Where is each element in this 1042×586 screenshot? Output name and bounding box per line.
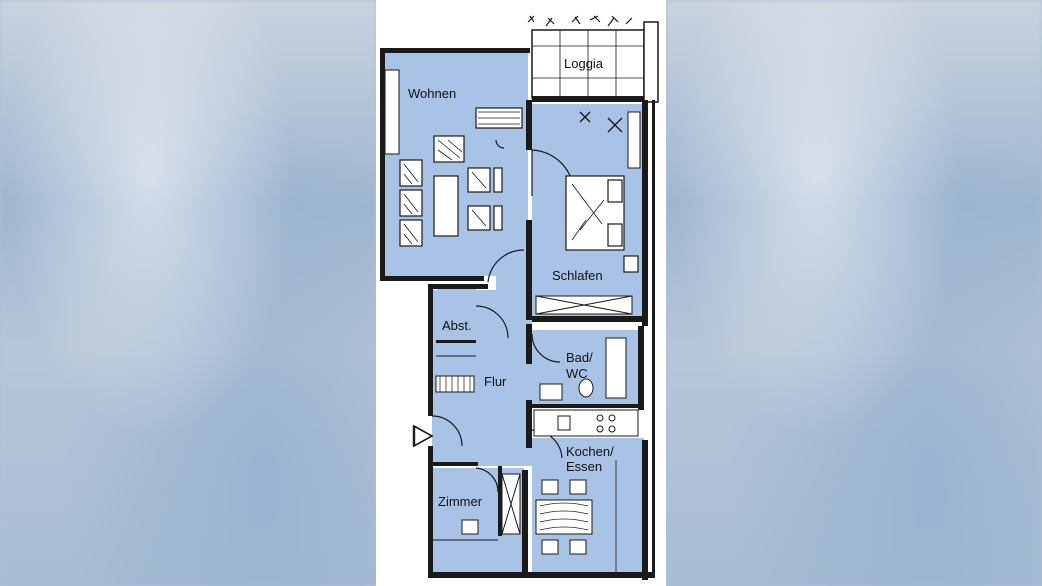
blurred-background-right xyxy=(666,0,1042,586)
kitchen-chair-3 xyxy=(541,539,559,555)
window-wohnen xyxy=(384,69,400,155)
blurred-background-left xyxy=(0,0,376,586)
toilet xyxy=(578,378,594,398)
plant-icon xyxy=(527,15,633,27)
sink xyxy=(557,415,571,431)
abst-floor xyxy=(438,288,476,340)
door-wohnen xyxy=(487,249,525,283)
room-label-kochen-2: Essen xyxy=(566,459,602,474)
furniture-kitchen xyxy=(533,409,639,572)
nightstand xyxy=(623,255,639,273)
zimmer-chair xyxy=(461,519,479,535)
room-label-bad-1: Bad/ xyxy=(566,350,593,365)
coffee-table xyxy=(433,175,459,237)
windows xyxy=(384,69,641,399)
entrance-arrow-icon xyxy=(412,424,434,448)
stove-burner-2 xyxy=(608,414,616,422)
room-label-bad-2: WC xyxy=(566,366,588,381)
furniture-bad xyxy=(539,378,594,401)
stove-burner-4 xyxy=(608,425,616,433)
floor-plan-drawing: Loggia Wohnen Schlafen Abst. Flur Bad/ W… xyxy=(380,15,659,580)
furniture-flur xyxy=(435,355,476,393)
door-small-wohnen xyxy=(495,139,505,149)
stove-burner-3 xyxy=(596,425,604,433)
furniture-zimmer xyxy=(432,473,521,541)
loggia xyxy=(531,21,659,103)
floor-plan: Loggia Wohnen Schlafen Abst. Flur Bad/ W… xyxy=(376,0,666,586)
kitchen-counter xyxy=(533,409,639,437)
door-zimmer xyxy=(475,467,499,493)
kitchen-chair-4 xyxy=(569,539,587,555)
kitchen-chair-2 xyxy=(569,479,587,495)
room-label-loggia: Loggia xyxy=(564,56,604,71)
furniture-schlafen xyxy=(565,111,639,273)
room-label-zimmer: Zimmer xyxy=(438,494,483,509)
room-label-schlafen: Schlafen xyxy=(552,268,603,283)
kitchen-chair-1 xyxy=(541,479,559,495)
door-bad xyxy=(531,333,561,363)
washbasin xyxy=(539,383,563,401)
window-schlafen xyxy=(627,111,641,169)
room-label-kochen-1: Kochen/ xyxy=(566,444,614,459)
door-entrance xyxy=(431,415,463,447)
room-label-abst: Abst. xyxy=(442,318,472,333)
furniture-wohnen xyxy=(399,107,523,247)
room-label-flur: Flur xyxy=(484,374,507,389)
room-label-wohnen: Wohnen xyxy=(408,86,456,101)
bathtub xyxy=(605,337,627,399)
wardrobe xyxy=(435,375,475,393)
door-abst xyxy=(475,305,509,339)
stove-burner-1 xyxy=(596,414,604,422)
walls xyxy=(380,48,655,580)
